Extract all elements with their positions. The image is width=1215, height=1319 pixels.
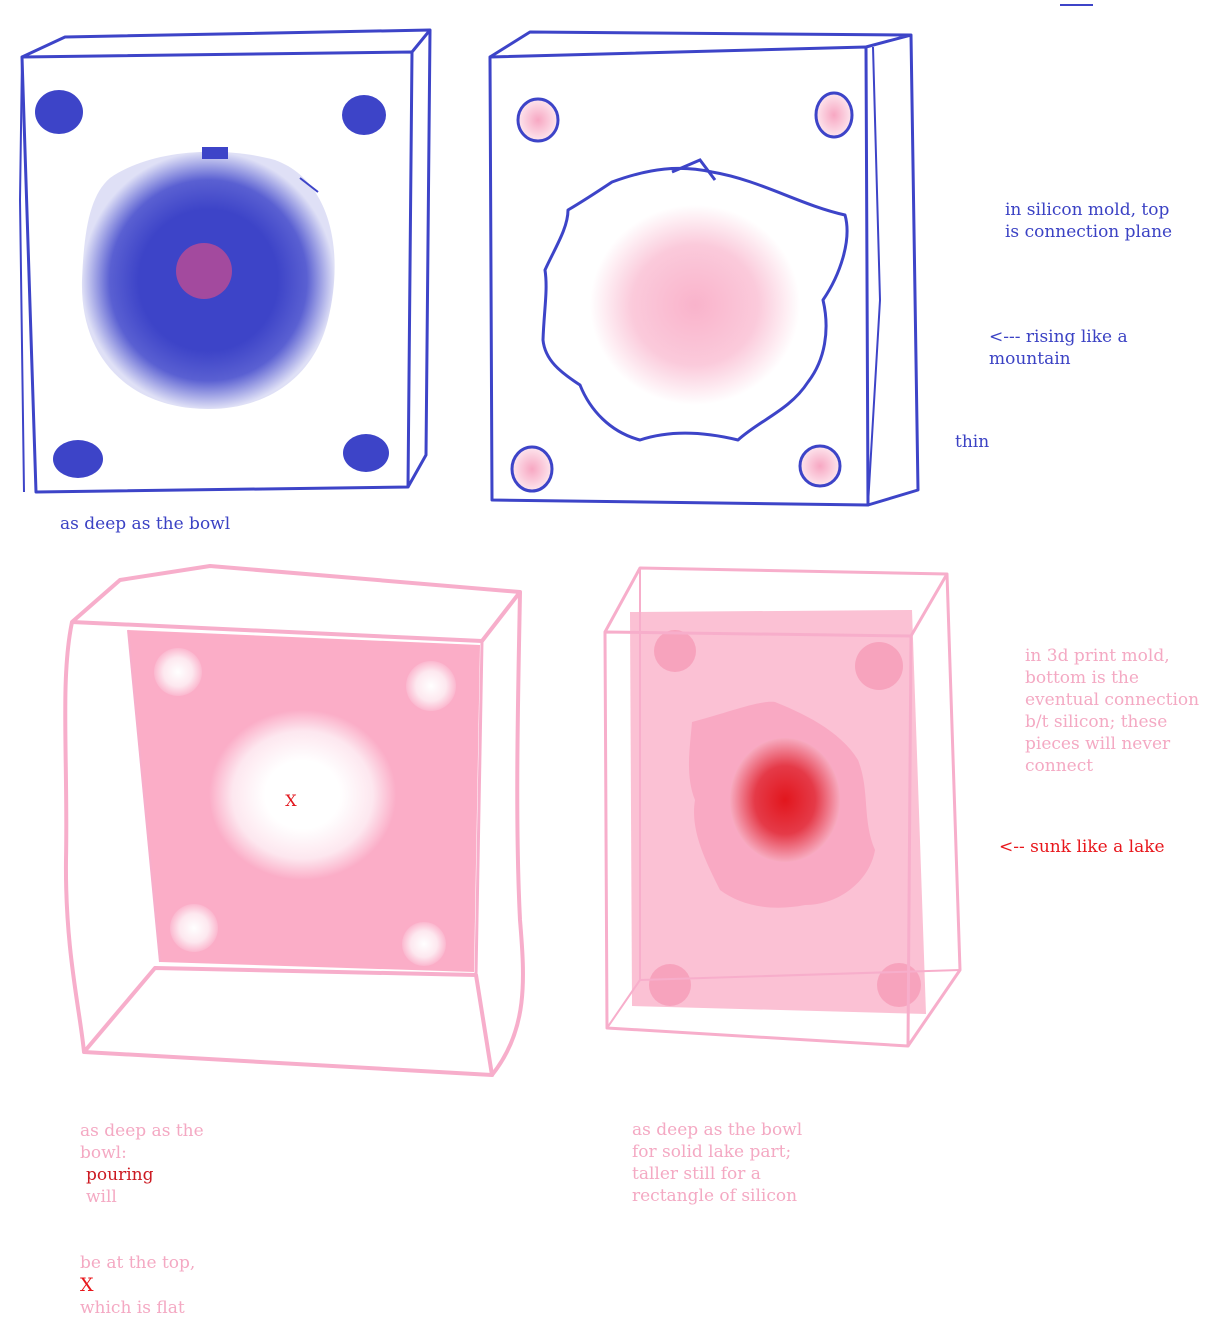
- print-bowl-mold-top-edge: [70, 564, 522, 643]
- note-print-bowl-depth-lead: as deep as the bowl:: [80, 1121, 204, 1163]
- corner-pin: [342, 95, 386, 135]
- print-bowl-corner-pins: [154, 648, 456, 966]
- note-silicon-bowl-depth: as deep as the bowl: [60, 514, 231, 534]
- print-bowl-mold-right-edge: [490, 591, 525, 1077]
- corner-pin: [814, 91, 854, 139]
- silicon-mountain-mold: [488, 30, 920, 507]
- note-rising-like-mountain: <--- rising like a mountain: [989, 327, 1128, 369]
- print-lake-mold-top-edge: [603, 566, 949, 637]
- corner-pin: [154, 648, 202, 696]
- print-bowl-mold: X: [63, 564, 525, 1077]
- corner-pin: [402, 922, 446, 966]
- note-x-mark: X: [80, 1274, 94, 1296]
- print-lake-mold: [603, 566, 962, 1048]
- corner-pin: [343, 434, 389, 472]
- print-bowl-bowl: [209, 709, 397, 880]
- corner-pin: [516, 97, 560, 143]
- note-print-bowl-depth: as deep as the bowl: pouring will be at …: [80, 1098, 204, 1319]
- corner-pin: [170, 904, 218, 952]
- note-silicon-connection-plane: in silicon mold, top is connection plane: [1005, 200, 1173, 242]
- silicon-mountain-mold-side-edge: [867, 34, 920, 507]
- silicon-bowl-notch: [202, 147, 228, 159]
- corner-pin: [406, 661, 456, 711]
- note-print-lake-depth: as deep as the bowl for solid lake part;…: [632, 1120, 803, 1206]
- silicon-mountain-mold-top-edge: [489, 30, 913, 59]
- note-print-mold-connection: in 3d print mold, bottom is the eventual…: [1025, 646, 1200, 776]
- silicon-bowl: [81, 147, 335, 409]
- note-pouring: pouring: [86, 1165, 154, 1185]
- print-bowl-mold-left-edge: [63, 621, 86, 1053]
- silicon-mountain: [541, 158, 849, 442]
- note-sunk-like-lake: <-- sunk like a lake: [999, 837, 1165, 857]
- corner-pin: [510, 445, 554, 493]
- note-thin: thin: [955, 432, 990, 452]
- corner-pin: [855, 642, 903, 690]
- silicon-bowl-corner-pins: [35, 90, 389, 478]
- print-bowl-center-mark: X: [285, 791, 297, 810]
- corner-pin: [53, 440, 103, 478]
- note-top-prefix: be at the top,: [80, 1253, 196, 1273]
- silicon-bowl-mold-side-edge: [406, 29, 432, 488]
- print-bowl-mold-bottom-edge: [82, 966, 494, 1077]
- silicon-bowl-center: [176, 243, 232, 299]
- corner-pin: [654, 630, 696, 672]
- corner-pin: [798, 444, 842, 488]
- silicon-bowl-mold: [19, 28, 432, 494]
- corner-pin: [649, 964, 691, 1006]
- corner-pin: [35, 90, 83, 134]
- silicon-bowl-mold-top-edge: [21, 28, 432, 59]
- corner-pin: [877, 963, 921, 1007]
- lake-deep: [730, 738, 840, 862]
- note-will: will: [86, 1187, 117, 1207]
- silicon-mountain-corner-pins: [510, 91, 854, 493]
- note-which-is-flat: which is flat: [80, 1298, 185, 1318]
- print-lake-corner-pins: [649, 630, 921, 1007]
- mountain-peak: [590, 205, 800, 405]
